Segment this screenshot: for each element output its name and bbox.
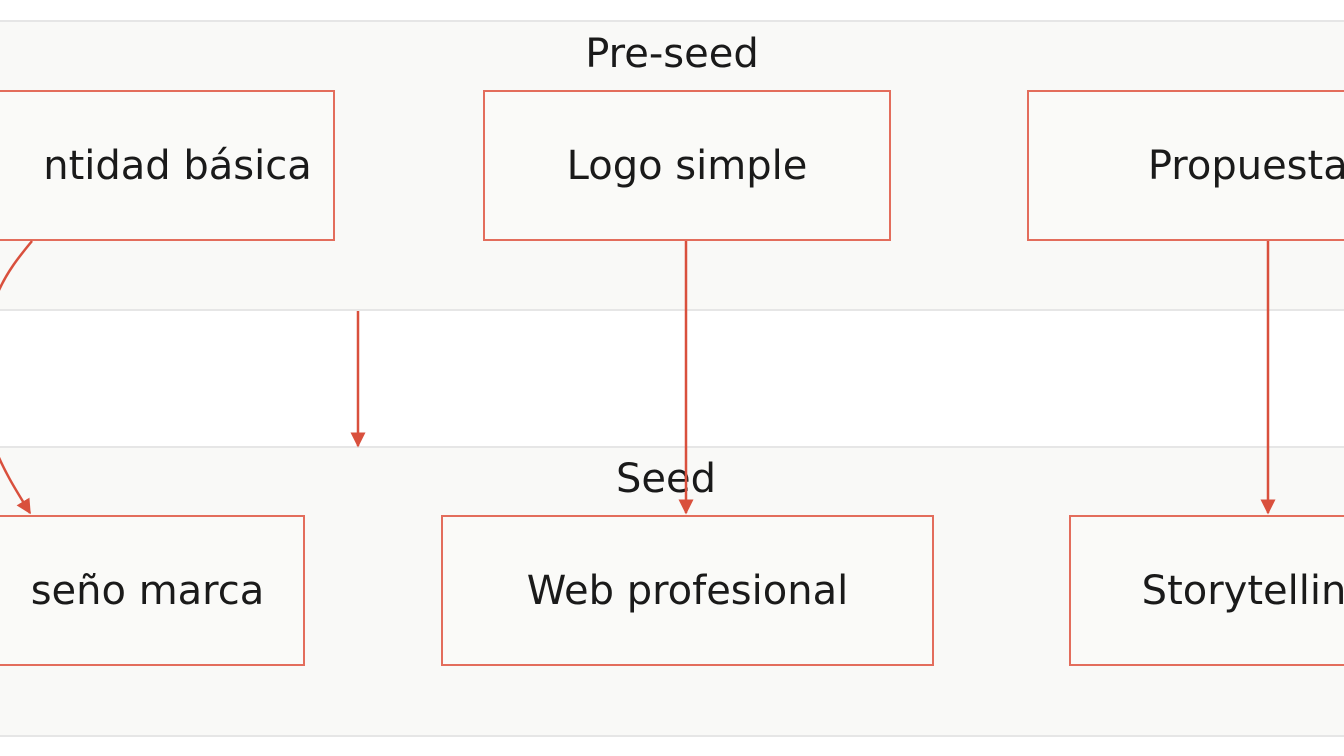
node-label: seño marca bbox=[30, 567, 265, 614]
node-label: Storytellin bbox=[1141, 567, 1344, 614]
node-label: Logo simple bbox=[566, 142, 808, 189]
node-web-profesional[interactable]: Web profesional bbox=[441, 515, 934, 666]
node-logo-simple[interactable]: Logo simple bbox=[483, 90, 891, 241]
lane-title-preseed: Pre-seed bbox=[585, 31, 759, 77]
node-diseno-marca[interactable]: seño marca bbox=[0, 515, 305, 666]
node-label: Web profesional bbox=[526, 567, 849, 614]
node-label: ntidad básica bbox=[43, 142, 312, 189]
node-identidad-basica[interactable]: ntidad básica bbox=[0, 90, 335, 241]
lane-title-seed: Seed bbox=[616, 456, 716, 502]
node-label: Propuesta v bbox=[1147, 142, 1344, 189]
node-storytelling[interactable]: Storytellin bbox=[1069, 515, 1344, 666]
node-propuesta-valor[interactable]: Propuesta v bbox=[1027, 90, 1344, 241]
